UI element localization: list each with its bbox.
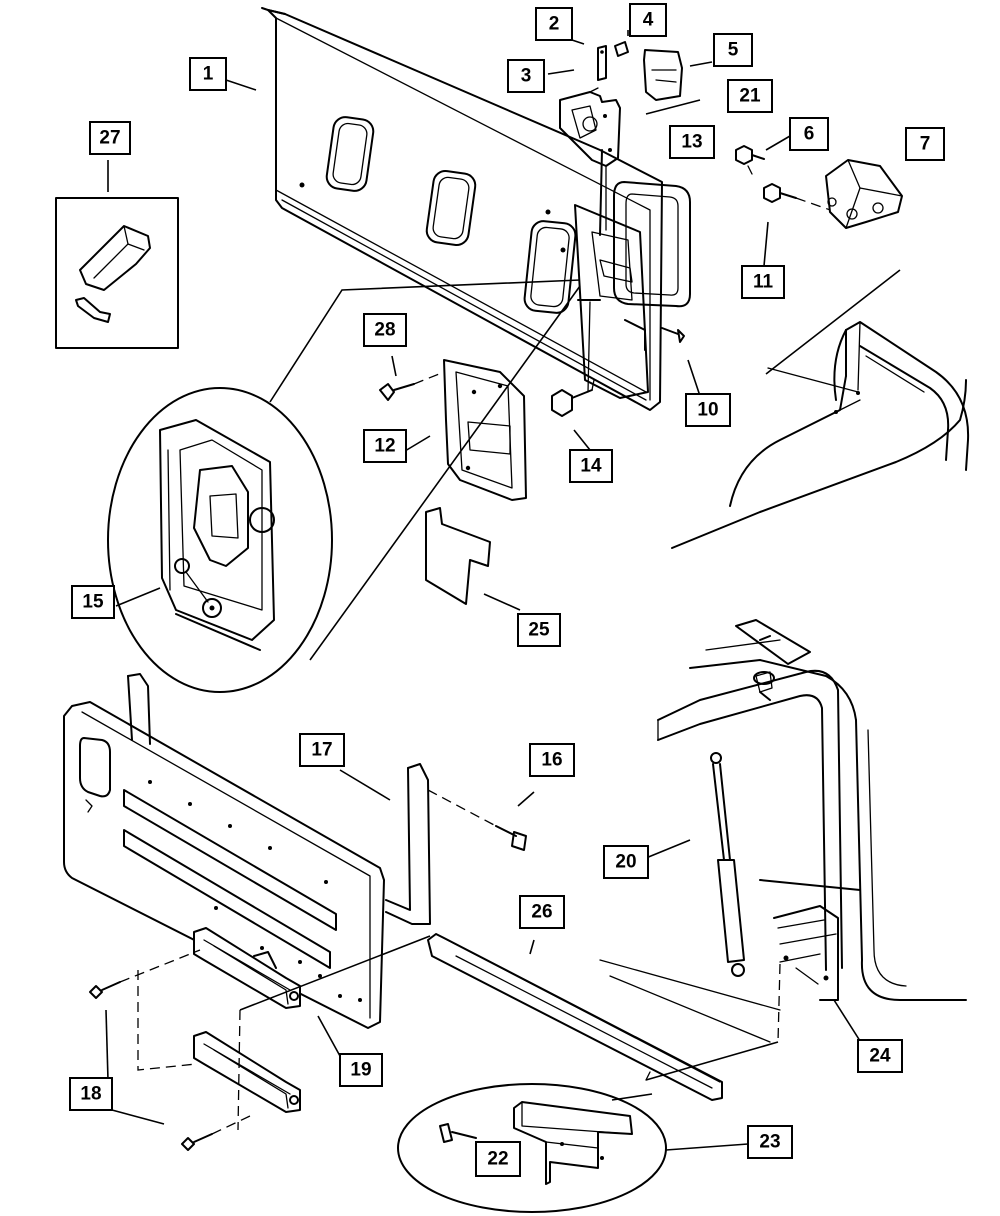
- svg-text:4: 4: [643, 10, 654, 31]
- svg-text:5: 5: [728, 40, 739, 61]
- svg-text:25: 25: [528, 620, 550, 641]
- weatherstrip-26: [427, 933, 779, 1101]
- upper-gate-panel: [261, 7, 663, 411]
- screw-28: [379, 371, 445, 401]
- screw-10: [661, 327, 685, 343]
- svg-text:13: 13: [681, 132, 702, 153]
- hinge-bolt-6: [735, 145, 765, 175]
- svg-text:12: 12: [374, 436, 395, 457]
- svg-text:19: 19: [350, 1060, 371, 1081]
- hinge-7: [825, 159, 903, 229]
- callout-27: 27: [89, 121, 131, 155]
- callout-12: 12: [363, 429, 407, 463]
- svg-text:14: 14: [580, 456, 602, 477]
- callout-18: 18: [69, 1077, 113, 1111]
- tailgate-hinge-upper: [193, 927, 301, 1009]
- latch-detail-magnifier-15: [107, 387, 333, 693]
- callout-13: 13: [669, 125, 715, 159]
- gas-strut-22: [710, 752, 745, 977]
- callout-23: 21: [727, 79, 773, 113]
- svg-text:17: 17: [311, 740, 332, 761]
- hinge-bolt-11: [763, 183, 837, 213]
- callout-5: 5: [713, 33, 753, 67]
- inset-27: [55, 160, 179, 349]
- callout-28: 28: [363, 313, 407, 347]
- svg-text:11: 11: [753, 272, 774, 293]
- latch-rod-clip: [589, 45, 607, 93]
- tailgate-hinge-lower: [193, 1031, 301, 1113]
- latch-bracket-assembly: [574, 149, 649, 399]
- latch-mechanism: [559, 91, 621, 231]
- svg-text:6: 6: [804, 124, 815, 145]
- svg-text:28: 28: [374, 320, 395, 341]
- callout-24: 24: [857, 1039, 903, 1073]
- bumper-detail-magnifier-21: [397, 1083, 667, 1213]
- screw-16: [427, 789, 527, 851]
- latch-cover: [643, 49, 683, 101]
- svg-text:16: 16: [541, 750, 562, 771]
- callout-26: 26: [519, 895, 565, 929]
- callout-16: 16: [529, 743, 575, 777]
- callout-11: 11: [741, 265, 785, 299]
- lower-tailgate-panel: [63, 701, 385, 1029]
- bolt-14: [551, 379, 595, 417]
- callout-17: 17: [299, 733, 345, 767]
- callout-22: 20: [603, 845, 649, 879]
- callout-6: 6: [789, 117, 829, 151]
- svg-text:3: 3: [521, 66, 532, 87]
- vehicle-body-quarter: [671, 269, 970, 549]
- svg-text:23: 23: [759, 1132, 780, 1153]
- callout-2: 2: [535, 7, 573, 41]
- svg-text:2: 2: [549, 14, 560, 35]
- callout-3: 3: [507, 59, 545, 93]
- svg-text:21: 21: [739, 86, 761, 107]
- svg-text:27: 27: [99, 128, 120, 149]
- hinge-pin-upper: [89, 949, 201, 999]
- seal-strip-17: [127, 673, 431, 925]
- svg-text:1: 1: [203, 64, 214, 85]
- latch-small-clip: [614, 41, 629, 57]
- svg-text:26: 26: [531, 902, 552, 923]
- callout-21: 23: [747, 1125, 793, 1159]
- callout-25: 25: [517, 613, 561, 647]
- callout-4: 4: [629, 3, 667, 37]
- svg-text:10: 10: [697, 400, 718, 421]
- hinge-pin-lower: [181, 1115, 251, 1151]
- svg-text:7: 7: [920, 134, 931, 155]
- svg-text:15: 15: [82, 592, 104, 613]
- svg-text:18: 18: [80, 1084, 101, 1105]
- vehicle-tub-corner: [599, 619, 967, 1043]
- callout-20: 19 22: [475, 1141, 521, 1177]
- callout-19: 19: [339, 1053, 383, 1087]
- callout-1: 1: [189, 57, 227, 91]
- callout-10: 10: [685, 393, 731, 427]
- pad-25: [425, 507, 491, 605]
- callout-7: 7: [905, 127, 945, 161]
- svg-text:20: 20: [615, 852, 636, 873]
- glass-seal-frame: [613, 181, 691, 308]
- callout-15: 15: [71, 585, 115, 619]
- callout-14: 14: [569, 449, 613, 483]
- latch-housing-12: [443, 359, 527, 501]
- svg-text:22: 22: [487, 1149, 508, 1170]
- svg-text:24: 24: [869, 1046, 891, 1067]
